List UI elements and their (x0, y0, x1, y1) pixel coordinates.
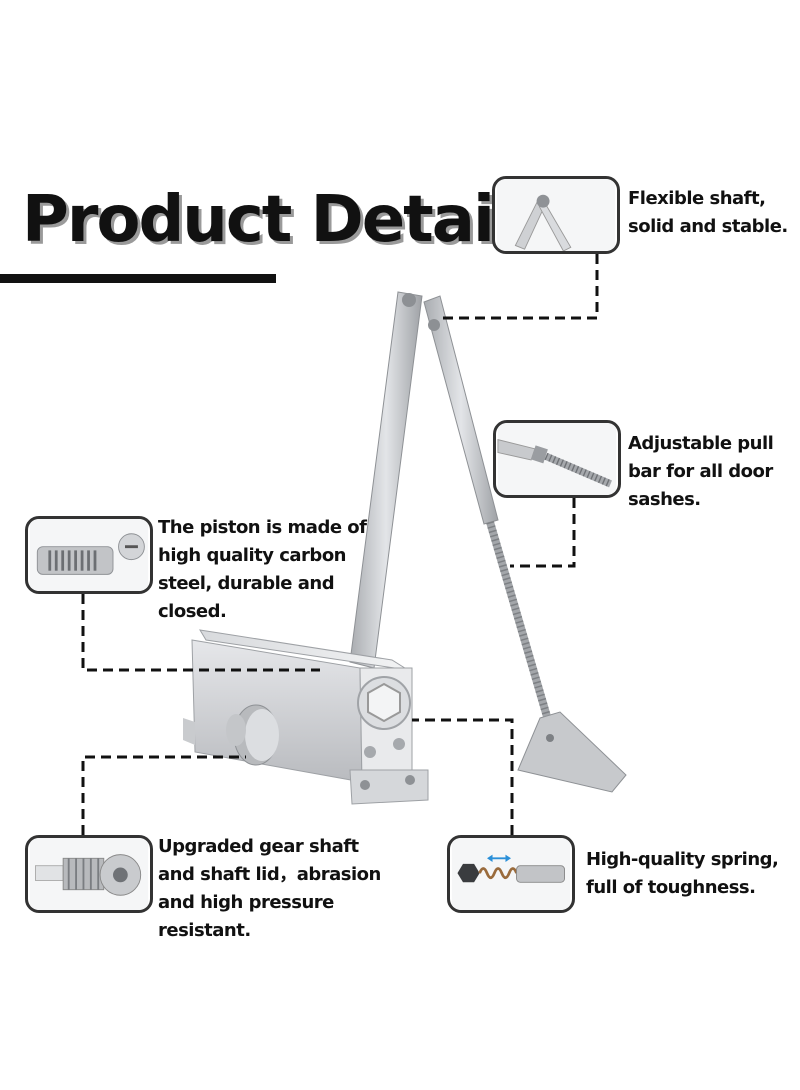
callout-spring-text: High-quality spring, full of toughness. (586, 849, 779, 898)
callout-spring-image (447, 835, 575, 913)
arm-bracket (517, 711, 627, 793)
callout-shaft-text: Flexible shaft, solid and stable. (628, 188, 788, 237)
title-underline (0, 274, 276, 283)
hinge-shaft-icon (496, 179, 616, 251)
piston-cylinder-icon (29, 519, 149, 591)
gear-shaft-icon (29, 838, 149, 910)
spring-icon (451, 838, 571, 910)
callout-gear-image (25, 835, 153, 913)
callout-piston-image (25, 516, 153, 594)
threaded-rod-icon (497, 423, 617, 495)
secondary-arm (423, 295, 499, 525)
callout-pullbar-image (493, 420, 621, 498)
callout-piston-text: The piston is made of high quality carbo… (158, 517, 367, 622)
callout-gear-text: Upgraded gear shaft and shaft lid，abrasi… (158, 836, 381, 941)
page-title: Product Details (22, 183, 551, 257)
callout-shaft-image (492, 176, 620, 254)
callout-pullbar-text: Adjustable pull bar for all door sashes. (628, 433, 774, 510)
threaded-rod (486, 520, 552, 722)
